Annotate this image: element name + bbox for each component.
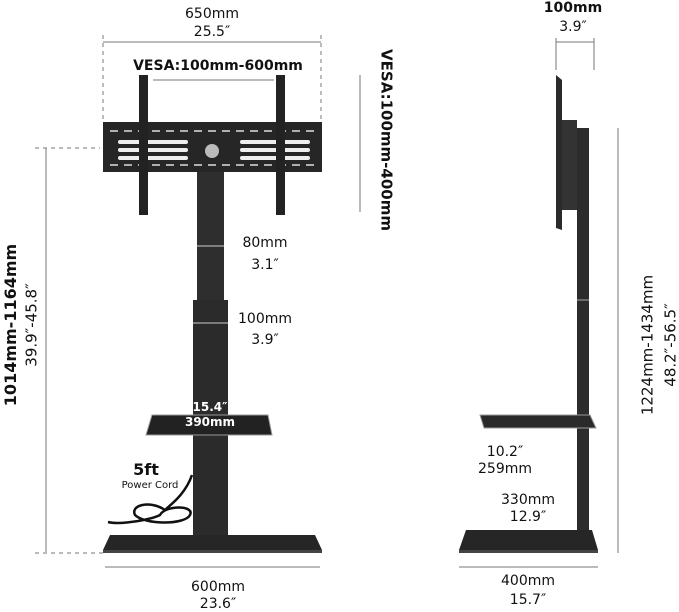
column-step-1-in: 3.1″ — [251, 257, 279, 273]
mount-depth-mm: 100mm — [543, 0, 603, 16]
shelf-depth-mm: 259mm — [478, 461, 532, 477]
brand-logo — [205, 144, 219, 158]
base-depth-mm: 400mm — [501, 573, 555, 589]
side-height-in: 48.2″-56.5″ — [661, 303, 679, 387]
column-step-2-mm: 100mm — [238, 311, 292, 327]
vesa-horizontal: VESA:100mm-600mm — [133, 58, 303, 74]
base-width-mm: 600mm — [191, 579, 245, 595]
base-depth-in: 15.7″ — [509, 592, 547, 608]
base-width-in: 23.6″ — [199, 596, 237, 612]
shelf-width-mm: 390mm — [184, 415, 236, 429]
side-height-mm: 1224mm-1434mm — [638, 274, 657, 416]
top-width-mm: 650mm — [185, 6, 239, 22]
power-cord-label: Power Cord — [121, 480, 179, 491]
front-height-mm: 1014mm-1164mm — [1, 243, 20, 407]
side-view-stand — [459, 75, 598, 553]
column-offset-mm: 330mm — [501, 492, 555, 508]
power-cord-icon — [107, 474, 194, 525]
power-cord-length: 5ft — [133, 460, 159, 479]
mount-depth-in: 3.9″ — [559, 19, 587, 35]
shelf-depth-in: 10.2″ — [486, 444, 524, 460]
shelf-width-in: 15.4″ — [192, 400, 228, 414]
top-width-in: 25.5″ — [193, 24, 231, 40]
column-step-2-in: 3.9″ — [251, 332, 279, 348]
column-step-1-mm: 80mm — [242, 235, 288, 251]
front-view-stand — [103, 75, 322, 553]
dimension-lines — [35, 35, 619, 568]
vesa-vertical: VESA:100mm-400mm — [377, 49, 396, 231]
front-height-in: 39.9″-45.8″ — [22, 283, 41, 367]
column-offset-in: 12.9″ — [509, 509, 547, 525]
